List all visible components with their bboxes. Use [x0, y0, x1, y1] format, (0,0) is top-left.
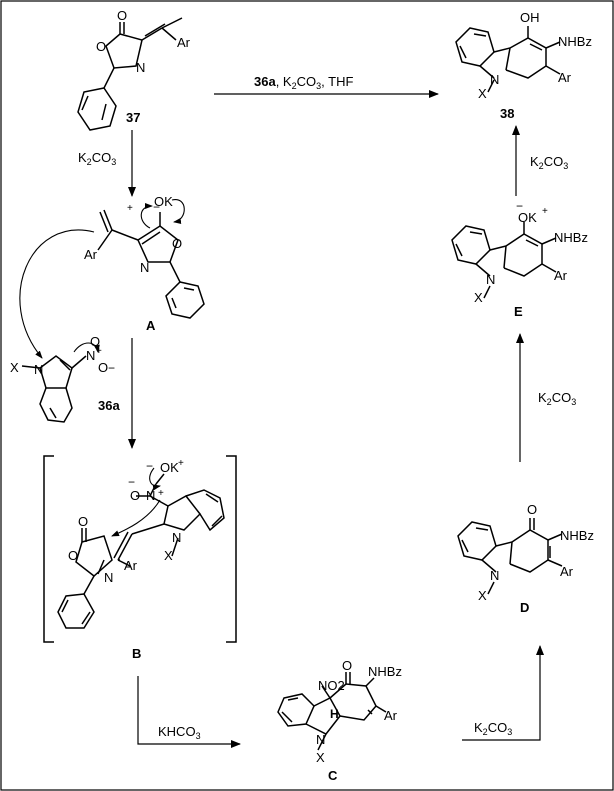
- atom-O: O: [68, 548, 78, 563]
- atom-X: X: [478, 86, 487, 101]
- atom-N: N: [316, 732, 325, 747]
- reagent-K2CO3: K2CO3: [78, 150, 116, 167]
- bracket-left: [43, 455, 54, 643]
- minus-charge: −: [128, 475, 135, 489]
- arrow-C-to-D: K2CO3: [462, 645, 544, 741]
- atom-O: O: [117, 8, 127, 23]
- solvent: THF: [328, 74, 353, 89]
- atom-H: H: [330, 707, 339, 721]
- k-plus-charge: +: [542, 206, 548, 217]
- atom-X: X: [474, 290, 483, 305]
- minus-charge: −: [516, 199, 523, 213]
- atom-N: N: [146, 488, 155, 503]
- atom-OK: OK: [518, 210, 537, 225]
- atom-NO2: NO2: [318, 678, 345, 693]
- intermediate-label-C: C: [328, 768, 338, 783]
- atom-N: N: [104, 570, 113, 585]
- arrow-37-to-A: K2CO3: [78, 130, 136, 197]
- intermediate-C: NO2 O NHBz Ar N H X C: [277, 658, 402, 783]
- atom-N: N: [140, 260, 149, 275]
- atom-NHBz: NHBz: [558, 34, 592, 49]
- intermediate-E: OK − + NHBz Ar N X E: [451, 199, 588, 319]
- reagent-36a: 36a: [254, 74, 276, 89]
- atom-Ar: Ar: [560, 564, 574, 579]
- atom-OH: OH: [520, 10, 540, 25]
- reagent-K2CO3: K2CO3: [474, 720, 512, 737]
- compound-label-38: 38: [500, 106, 514, 121]
- reagent-K2CO3: K2CO3: [530, 154, 568, 171]
- atom-O: O: [172, 236, 182, 251]
- intermediate-D: O NHBz Ar N X D: [457, 502, 594, 615]
- atom-N: N: [136, 60, 145, 75]
- intermediate-A: + − OK O N Ar A: [84, 194, 205, 333]
- compound-label-36a: 36a: [98, 398, 120, 413]
- reagent-text: 36a, K2CO3, THF: [254, 74, 353, 91]
- atom-X: X: [164, 548, 173, 563]
- compound-38: OH NHBz Ar N X 38: [455, 10, 592, 121]
- plus-charge: +: [158, 488, 164, 499]
- intermediate-label-D: D: [520, 600, 529, 615]
- atom-O: O: [78, 514, 88, 529]
- atom-O: O: [90, 334, 100, 349]
- atom-Ar: Ar: [554, 268, 568, 283]
- reagent-K2CO3: K2CO3: [538, 390, 576, 407]
- minus-charge: −: [146, 459, 153, 473]
- bracket-right: [226, 455, 237, 643]
- atom-O: O: [130, 488, 140, 503]
- atom-N: N: [490, 568, 499, 583]
- arrow-37-to-38: 36a, K2CO3, THF: [214, 74, 439, 98]
- atom-Ar: Ar: [384, 708, 398, 723]
- atom-O: O: [96, 39, 106, 54]
- minus-charge: −: [153, 200, 160, 214]
- atom-X: X: [10, 360, 19, 375]
- arrow-D-to-E: K2CO3: [516, 333, 576, 462]
- intermediate-label-E: E: [514, 304, 523, 319]
- atom-N: N: [172, 530, 181, 545]
- atom-NHBz: NHBz: [368, 664, 402, 679]
- atom-NHBz: NHBz: [554, 230, 588, 245]
- compound-36a: X N N O O + − 36a: [10, 334, 120, 423]
- k-plus-charge: +: [178, 458, 184, 469]
- atom-O: O: [342, 658, 352, 673]
- reagent-KHCO3: KHCO3: [158, 724, 201, 741]
- atom-N: N: [486, 272, 495, 287]
- atom-N: N: [34, 362, 43, 377]
- atom-OK: OK: [160, 460, 179, 475]
- compound-37: O O N Ar 37: [77, 8, 191, 131]
- atom-NHBz: NHBz: [560, 528, 594, 543]
- atom-Ar: Ar: [177, 35, 191, 50]
- arrow-B-to-C: KHCO3: [137, 676, 241, 748]
- atom-X: X: [478, 588, 487, 603]
- atom-Ar: Ar: [558, 70, 572, 85]
- atom-Ar: Ar: [84, 247, 98, 262]
- atom-OK: OK: [154, 194, 173, 209]
- compound-label-37: 37: [126, 110, 140, 125]
- intermediate-label-A: A: [146, 318, 156, 333]
- plus-charge: +: [96, 346, 102, 357]
- arrow-E-to-38: K2CO3: [512, 125, 568, 196]
- intermediate-label-B: B: [132, 646, 141, 661]
- atom-O: O: [527, 502, 537, 517]
- atom-N: N: [490, 72, 499, 87]
- nucleophilic-attack-arrow: [19, 229, 95, 359]
- minus-charge: −: [108, 361, 115, 375]
- atom-X: X: [316, 750, 325, 765]
- plus-charge: +: [127, 203, 133, 214]
- atom-O: O: [98, 360, 108, 375]
- atom-N: N: [86, 348, 95, 363]
- atom-Ar: Ar: [124, 558, 138, 573]
- intermediate-B: OK + − − O N + N X O O N Ar B: [43, 455, 237, 661]
